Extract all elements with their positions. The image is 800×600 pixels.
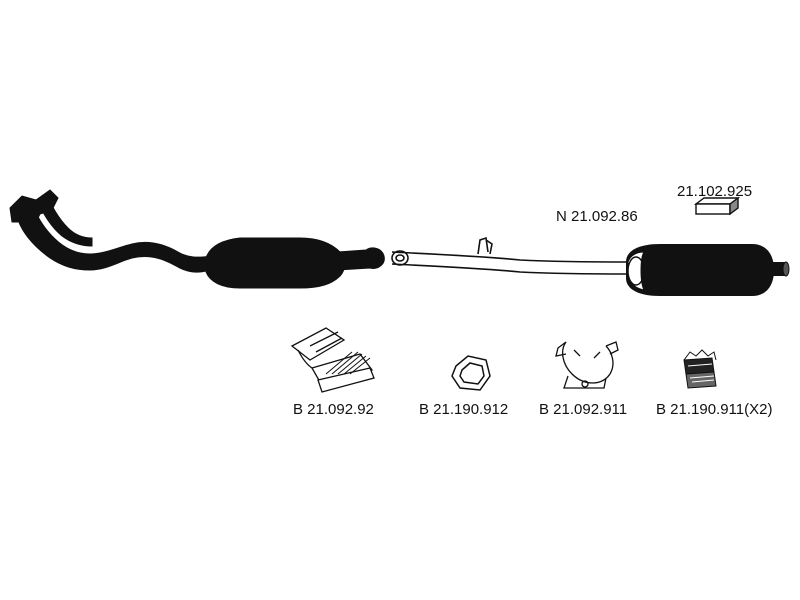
clamp-bracket-label: B 21.092.92 bbox=[293, 401, 374, 418]
mount-block-label: 21.102.925 bbox=[677, 183, 753, 200]
rear-muffler-label: N 21.092.86 bbox=[556, 208, 638, 225]
hanger-clamp-icon bbox=[555, 341, 619, 389]
rubber-mount-icon bbox=[683, 349, 717, 389]
front-pipe-catalytic-converter bbox=[9, 189, 385, 289]
ring-seal-icon bbox=[451, 355, 491, 391]
mount-block-icon bbox=[693, 196, 741, 216]
ring-seal-label: B 21.190.912 bbox=[419, 401, 509, 418]
clamp-bracket-icon bbox=[290, 327, 375, 393]
center-pipe bbox=[391, 236, 631, 275]
hanger-clamp-label: B 21.092.911 bbox=[539, 401, 628, 418]
rear-muffler-shape bbox=[626, 244, 790, 296]
rubber-mount-label: B 21.190.911(X2) bbox=[656, 401, 773, 418]
